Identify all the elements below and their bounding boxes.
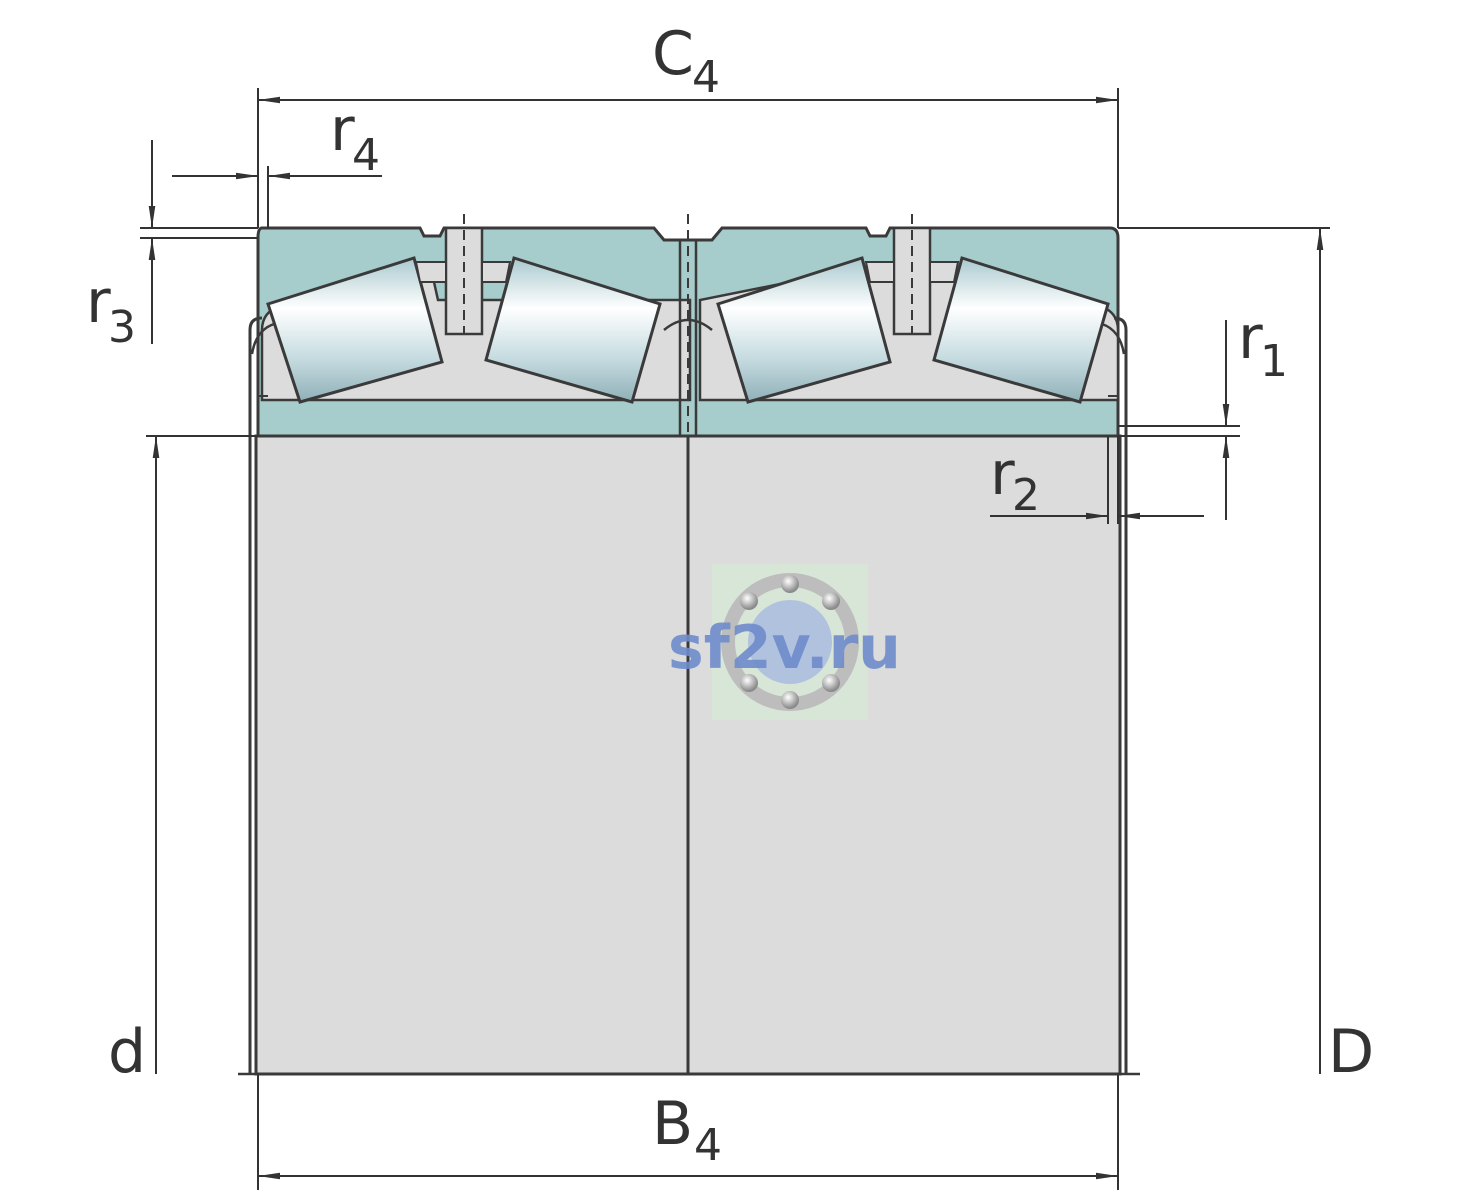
label-r4: r 4 — [330, 95, 380, 181]
watermark-text: sf2v.ru — [668, 613, 901, 683]
label-r2: r 2 — [990, 439, 1040, 521]
label-d: d — [108, 1017, 146, 1087]
svg-text:3: 3 — [108, 302, 136, 353]
roller-3 — [716, 256, 892, 404]
label-c4: C 4 — [652, 19, 720, 103]
svg-text:1: 1 — [1260, 336, 1288, 387]
svg-text:B: B — [652, 1089, 693, 1159]
svg-text:r: r — [330, 95, 355, 165]
roller-2 — [484, 256, 662, 404]
inner-ring — [248, 434, 1128, 1076]
dimension-lines — [140, 88, 1330, 1190]
svg-text:4: 4 — [694, 1120, 722, 1171]
svg-text:r: r — [1238, 303, 1263, 373]
bearing-logo-icon — [781, 575, 799, 593]
svg-text:4: 4 — [692, 52, 720, 103]
svg-text:4: 4 — [352, 130, 380, 181]
svg-text:2: 2 — [1012, 470, 1040, 521]
watermark: sf2v.ru — [668, 564, 901, 720]
svg-text:C: C — [652, 19, 694, 89]
rollers — [250, 256, 1126, 404]
roller-4 — [932, 256, 1110, 404]
svg-text:r: r — [86, 267, 111, 337]
label-r1: r 1 — [1238, 303, 1288, 387]
svg-text:r: r — [990, 439, 1015, 509]
roller-1 — [266, 256, 444, 404]
label-b4: B 4 — [652, 1089, 722, 1171]
label-D: D — [1328, 1017, 1374, 1087]
label-r3: r 3 — [86, 267, 136, 353]
